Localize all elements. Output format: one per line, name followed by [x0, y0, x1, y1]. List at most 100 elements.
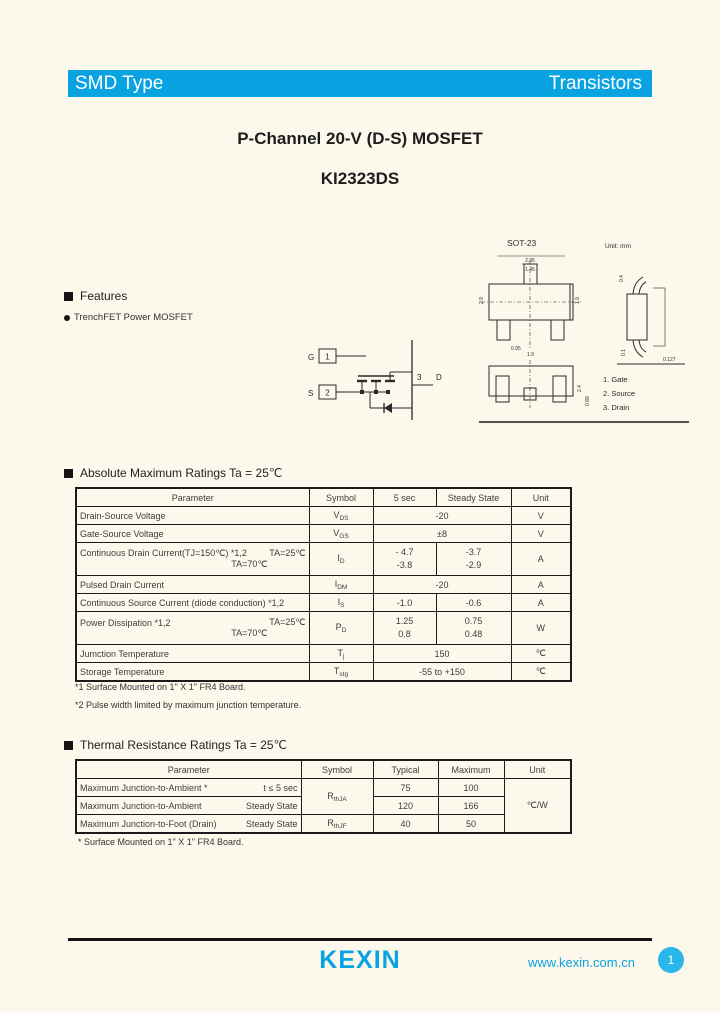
table-row: Gate-Source Voltage VGS ±8 V: [75, 524, 572, 543]
value-cell: -20: [372, 575, 512, 594]
dim-bv-a: 2.4: [577, 385, 583, 392]
drain-terminal-label: D: [436, 373, 442, 382]
unit-cell: ℃: [510, 644, 572, 663]
symbol-cell: IS: [308, 593, 374, 612]
dim-side-top: 0.4: [619, 275, 625, 282]
section-marker-icon: [64, 291, 73, 301]
header-bar: SMD Type Transistors: [68, 70, 652, 97]
unit-cell: A: [510, 575, 572, 594]
table-row: Continuous Source Current (diode conduct…: [75, 593, 572, 612]
dim-right: 1.9: [575, 297, 581, 304]
col-maximum: Maximum: [437, 759, 505, 779]
value-cell: -0.6: [435, 593, 512, 612]
param-cell: Pulsed Drain Current: [75, 575, 310, 594]
pin-label-drain: 3. Drain: [603, 403, 629, 412]
col-5sec: 5 sec: [372, 487, 437, 507]
header-right-label: Transistors: [548, 72, 642, 94]
symbol-cell: RthJF: [300, 814, 374, 834]
absmax-heading-text: Absolute Maximum Ratings Ta = 25℃: [80, 466, 283, 480]
value-cell: 100: [437, 778, 505, 797]
col-symbol: Symbol: [300, 759, 374, 779]
pin2-label: 2: [325, 389, 330, 398]
col-parameter: Parameter: [75, 759, 302, 779]
unit-label: Unit: mm: [605, 243, 631, 250]
table-row: Jumction Temperature Tj 150 ℃: [75, 644, 572, 663]
header-left-label: SMD Type: [75, 72, 164, 94]
kexin-logo: KEXIN: [319, 946, 401, 974]
value-cell: 40: [372, 814, 439, 834]
table-row: Maximum Junction-to-Foot (Drain)Steady S…: [75, 814, 571, 834]
col-parameter: Parameter: [75, 487, 310, 507]
unit-cell: ℃: [510, 662, 572, 682]
dim-bv-b: 0.89: [585, 396, 591, 406]
unit-cell: A: [510, 542, 572, 576]
unit-cell: ℃/W: [503, 778, 572, 834]
table-row: Pulsed Drain Current IDM -20 A: [75, 575, 572, 594]
pin-label-source: 2. Source: [603, 389, 635, 398]
thermal-resistance-table: Parameter Symbol Typical Maximum Unit Ma…: [75, 759, 572, 834]
table-header-row: Parameter Symbol Typical Maximum Unit: [75, 759, 572, 779]
value-cell: 50: [437, 814, 505, 834]
thermal-footnote: * Surface Mounted on 1" X 1" FR4 Board.: [78, 837, 244, 847]
value-cell: -55 to +150: [372, 662, 512, 682]
symbol-cell: Tj: [308, 644, 374, 663]
pin3-label: 3: [417, 373, 422, 382]
col-unit: Unit: [503, 759, 572, 779]
table-row: Storage Temperature Tstg -55 to +150 ℃: [75, 662, 572, 682]
source-terminal-label: S: [308, 389, 313, 398]
bullet-icon: [64, 314, 70, 321]
package-outline-drawing: SOT-23 Unit: mm 2.95 1.45 2.9 1.9 0.95 1…: [479, 238, 689, 423]
feature-item-text: TrenchFET Power MOSFET: [74, 312, 193, 323]
value-cell: -1.0: [372, 593, 437, 612]
table-header-row: Parameter Symbol 5 sec Steady State Unit: [75, 487, 572, 507]
gate-terminal-label: G: [308, 353, 314, 362]
col-symbol: Symbol: [308, 487, 374, 507]
part-number: KI2323DS: [320, 169, 400, 188]
param-cell: Storage Temperature: [75, 662, 310, 682]
dim-base: 0.127: [663, 357, 676, 363]
dim-pitch-b: 1.9: [527, 352, 534, 358]
body-diode-icon: [384, 403, 392, 413]
value-cell: ±8: [372, 524, 512, 543]
param-cell: Continuous Source Current (diode conduct…: [75, 593, 310, 612]
value-cell: 150: [372, 644, 512, 663]
symbol-cell: Tstg: [308, 662, 374, 682]
col-steady-state: Steady State: [435, 487, 512, 507]
page-title: P-Channel 20-V (D-S) MOSFET: [237, 129, 483, 148]
symbol-cell: PD: [308, 611, 374, 645]
dim-left: 2.9: [479, 297, 485, 304]
value-cell: 120: [372, 796, 439, 815]
value-cell: 166: [437, 796, 505, 815]
value-cell: -3.7-2.9: [435, 542, 512, 576]
unit-cell: V: [510, 524, 572, 543]
mosfet-schematic: G 1 S 2 3 D: [308, 340, 442, 420]
pin1-label: 1: [325, 353, 330, 362]
symbol-cell: IDM: [308, 575, 374, 594]
symbol-cell: RthJA: [300, 778, 374, 815]
package-name-label: SOT-23: [507, 238, 537, 248]
param-cell: Gate-Source Voltage: [75, 524, 310, 543]
unit-cell: W: [510, 611, 572, 645]
thermal-section-heading: Thermal Resistance Ratings Ta = 25℃: [64, 738, 287, 752]
footer-rule: [68, 938, 652, 941]
pin-label-gate: 1. Gate: [603, 375, 628, 384]
footnote-2: *2 Pulse width limited by maximum juncti…: [75, 700, 302, 710]
dim-pitch-a: 0.95: [511, 346, 521, 352]
symbol-cell: VGS: [308, 524, 374, 543]
website-link[interactable]: www.kexin.com.cn: [528, 955, 635, 970]
page-number-badge: 1: [658, 947, 684, 973]
value-cell: -20: [372, 506, 512, 525]
value-cell: - 4.7-3.8: [372, 542, 437, 576]
col-typical: Typical: [372, 759, 439, 779]
col-unit: Unit: [510, 487, 572, 507]
absmax-section-heading: Absolute Maximum Ratings Ta = 25℃: [64, 466, 282, 480]
symbol-cell: ID: [308, 542, 374, 576]
param-cell: Maximum Junction-to-Foot (Drain)Steady S…: [75, 814, 302, 834]
